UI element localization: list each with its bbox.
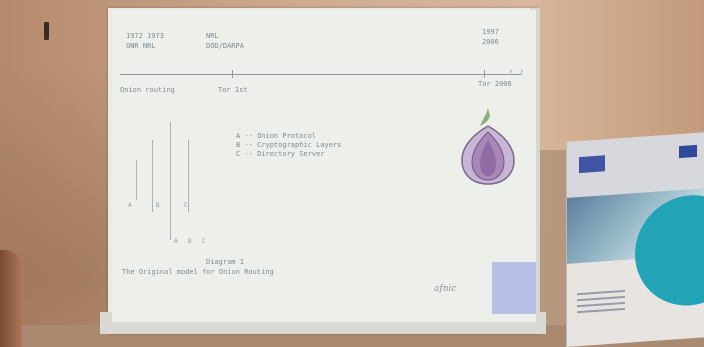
person-silhouette: [0, 250, 22, 347]
diagram-node-a: A: [128, 202, 132, 209]
diagram-node-c: C: [202, 238, 206, 245]
timeline-label-end-line1: 1997: [482, 28, 499, 36]
diagram-branch: [152, 140, 153, 212]
diagram-node-b: B: [188, 238, 192, 245]
legend-item: A -- Onion Protocol: [236, 132, 317, 140]
legend-item: C -- Directory Server: [236, 150, 325, 158]
diagram-caption: The Original model for Onion Routing: [122, 268, 274, 276]
timeline-label-col2-line2: DOD/DARPA: [206, 42, 244, 50]
timeline-tick: [484, 70, 485, 78]
eu-flag-icon: [679, 144, 697, 159]
diagram-node-b: B: [156, 202, 160, 209]
diagram-branch: [188, 140, 189, 212]
timeline-tick: [232, 70, 233, 78]
timeline-label-end-line2: 2006: [482, 38, 499, 46]
diagram-trunk: [170, 122, 171, 240]
timeline-label-col2-line1: NRL: [206, 32, 219, 40]
timeline-label-col1-line2: ONR NRL: [126, 42, 156, 50]
timeline-axis: [120, 74, 522, 75]
tor-onion-logo: [461, 108, 515, 185]
diagram-branch: [136, 160, 137, 200]
diagram-legend: A -- Onion Protocol B -- Cryptographic L…: [236, 132, 341, 159]
projected-slide: 1972 1973 ONR NRL NRL DOD/DARPA 1997 200…: [112, 10, 536, 322]
timeline-label-col1-line1: 1972 1973: [126, 32, 164, 40]
brochure-logo: [579, 155, 605, 174]
accent-square: [492, 262, 536, 314]
timeline-note-right: Tor 2006: [478, 80, 512, 88]
afnic-logo: afnic: [434, 284, 457, 294]
diagram-node-c: C: [184, 202, 188, 209]
timeline-arrow: › ›: [508, 67, 525, 77]
wall-mark: [44, 22, 49, 40]
diagram-node-a: A: [174, 238, 178, 245]
wall-gap-shadow: [540, 150, 566, 330]
timeline-note-mid: Tor 1st: [218, 86, 248, 94]
brochure-poster: [566, 132, 704, 347]
diagram-caption-number: Diagram 1: [206, 258, 244, 266]
legend-item: B -- Cryptographic Layers: [236, 141, 342, 149]
timeline-note-left: Onion routing: [120, 86, 175, 94]
brochure-text-block: [577, 289, 625, 317]
